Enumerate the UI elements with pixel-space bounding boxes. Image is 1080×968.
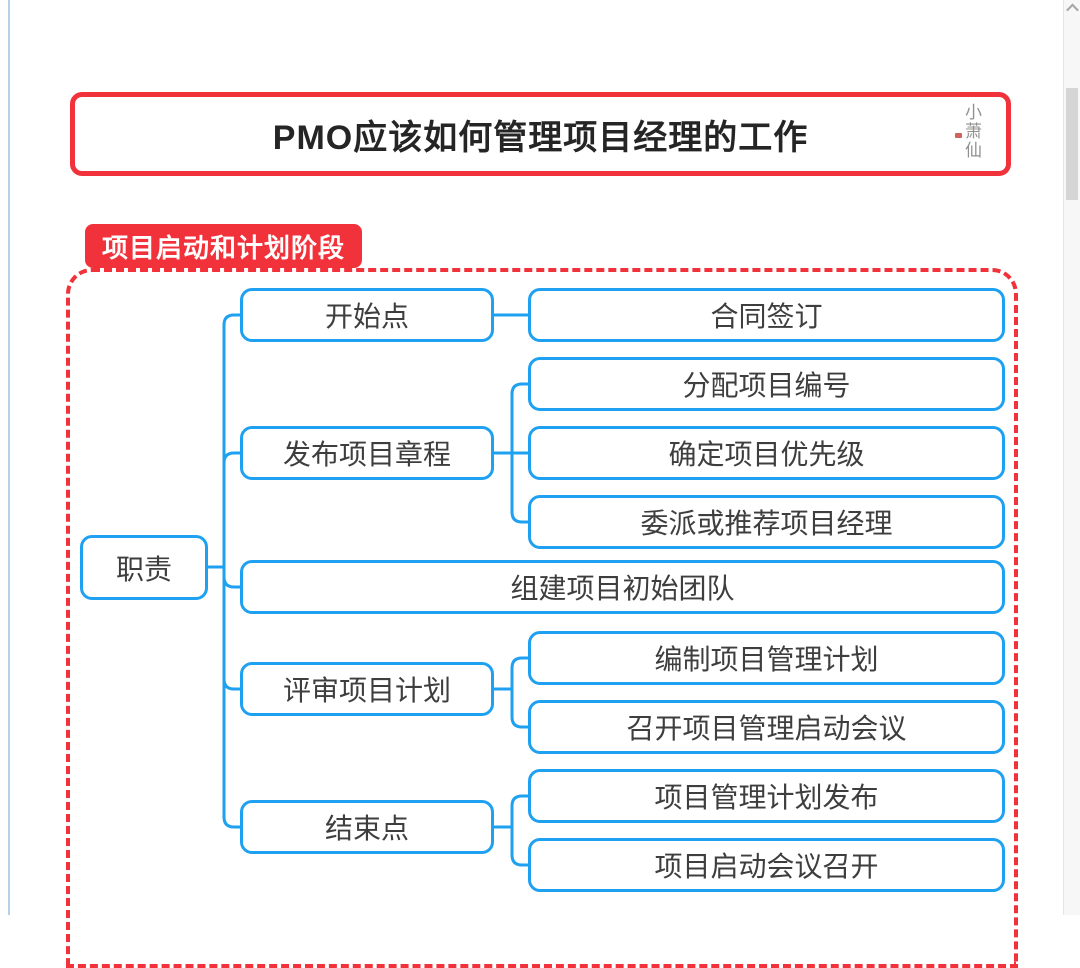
leaf-node-kickoff-meeting-held: 项目启动会议召开 xyxy=(528,838,1005,892)
watermark-text: 小萧仙 xyxy=(961,103,981,160)
scrollbar xyxy=(1063,0,1080,915)
watermark-stamp: 小萧仙 xyxy=(955,103,984,169)
branch-node-publish-charter: 发布项目章程 xyxy=(240,426,494,480)
mindmap-connectors xyxy=(206,313,530,867)
branch-node-build-initial-team: 组建项目初始团队 xyxy=(240,560,1005,614)
leaf-node-prepare-mgmt-plan: 编制项目管理计划 xyxy=(528,631,1005,685)
branch-node-start-point: 开始点 xyxy=(240,288,494,342)
leaf-node-determine-priority: 确定项目优先级 xyxy=(528,426,1005,480)
page-left-divider xyxy=(8,0,10,915)
branch-node-end-point: 结束点 xyxy=(240,800,494,854)
leaf-node-plan-published: 项目管理计划发布 xyxy=(528,769,1005,823)
leaf-node-contract-signed: 合同签订 xyxy=(528,288,1005,342)
scrollbar-thumb[interactable] xyxy=(1066,88,1078,200)
branch-node-review-plan: 评审项目计划 xyxy=(240,662,494,716)
phase-label: 项目启动和计划阶段 xyxy=(85,224,362,268)
mindmap-root-node: 职责 xyxy=(80,535,208,600)
leaf-node-kickoff-mgmt-meeting: 召开项目管理启动会议 xyxy=(528,700,1005,754)
diagram-title: PMO应该如何管理项目经理的工作 xyxy=(272,118,809,157)
leaf-node-appoint-pm: 委派或推荐项目经理 xyxy=(528,495,1005,549)
red-seal-icon xyxy=(955,133,962,138)
scrollbar-up-button[interactable] xyxy=(1064,0,1080,16)
diagram-title-box: PMO应该如何管理项目经理的工作 小萧仙 xyxy=(70,92,1011,176)
chevron-up-icon xyxy=(1065,3,1079,16)
leaf-node-assign-project-number: 分配项目编号 xyxy=(528,357,1005,411)
